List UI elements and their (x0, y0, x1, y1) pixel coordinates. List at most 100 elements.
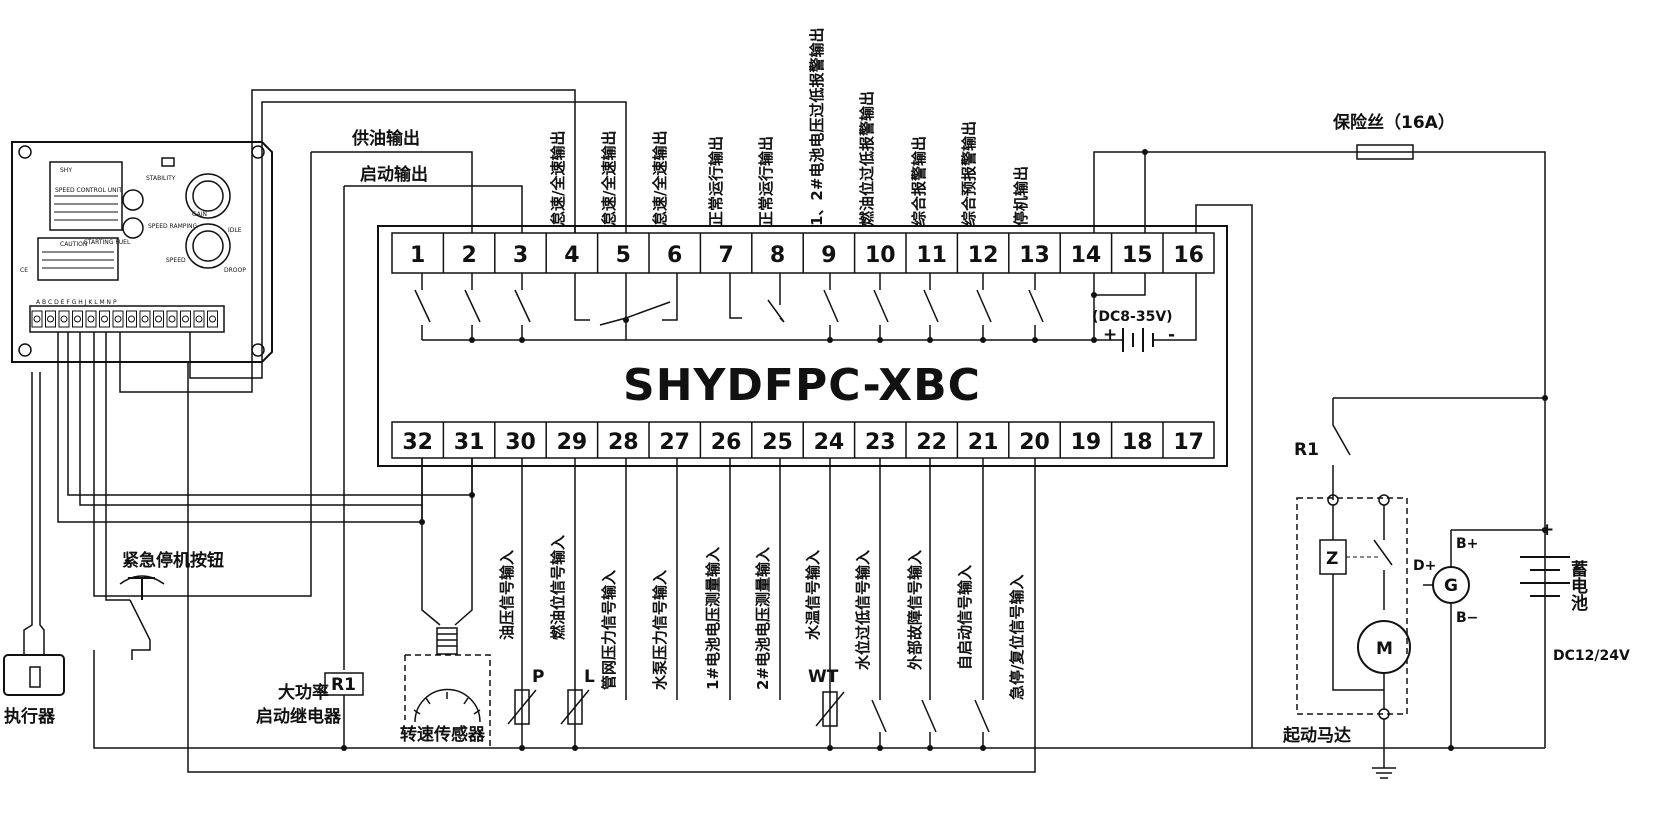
speed-sensor-label: 转速传感器 (400, 724, 486, 745)
bottom-terminal-24: 24 (814, 430, 845, 455)
relay-r1-label: R1 (331, 675, 356, 695)
unit-terminal-screw-icon (31, 310, 43, 328)
motor-label: M (1376, 639, 1393, 659)
top-labels: 供油输出 启动输出 怠速/全速输出 怠速/全速输出 怠速/全速输出 正常运行输出… (351, 28, 1030, 226)
water-temp-sensor-icon (822, 691, 838, 727)
label-t22: 外部故障信号输入 (906, 550, 924, 671)
unit-terminal-screw-icon (193, 310, 205, 328)
speed-label: SPEED (166, 257, 186, 264)
bottom-terminal-20: 20 (1019, 430, 1050, 455)
fuse-label: 保险丝（16A） (1332, 112, 1455, 133)
power-section: 保险丝（16A） R1 Z M 起动马达 G D+ B+ B− + (1093, 112, 1630, 779)
unit-terminal-screw-icon (99, 310, 110, 328)
unit-terminal-letters: A B C D E F G H J K L M N P (36, 299, 117, 306)
label-t13: 停机输出 (1012, 166, 1030, 226)
top-terminal-3: 3 (513, 243, 528, 268)
unit-title: SPEED CONTROL UNIT (55, 187, 122, 194)
top-terminal-2: 2 (461, 243, 476, 268)
label-t23: 水位过低信号输入 (854, 550, 872, 670)
label-t10: 燃油位过低报警输出 (858, 91, 876, 226)
top-terminal-11: 11 (916, 243, 947, 268)
label-t25: 2#电池电压测量输入 (754, 547, 772, 690)
label-t20: 急停/复位信号输入 (1008, 575, 1026, 700)
unit-terminal-screw-icon (112, 310, 124, 328)
battery-voltage: DC12/24V (1553, 648, 1630, 664)
battery-label: 蓄电池 (1567, 559, 1588, 611)
relay-line2: 启动继电器 (256, 706, 342, 727)
bottom-terminal-28: 28 (608, 430, 639, 455)
label-t4: 怠速/全速输出 (549, 131, 567, 226)
label-t30: 油压信号输入 (498, 550, 516, 640)
top-terminal-14: 14 (1071, 243, 1102, 268)
actuator: 执行器 (3, 654, 65, 727)
unit-terminal-screw-icon (85, 310, 97, 328)
top-terminal-10: 10 (865, 243, 896, 268)
unit-terminal-screw-icon (45, 310, 56, 328)
top-terminal-1: 1 (410, 243, 425, 268)
d-plus-label: D+ (1413, 558, 1436, 574)
top-terminal-12: 12 (968, 243, 999, 268)
unit-terminal-screw-icon (207, 310, 218, 328)
start-output-label: 启动输出 (360, 164, 428, 185)
droop-label: DROOP (224, 267, 246, 274)
starting-fuel-label: STARTING FUEL (84, 239, 131, 246)
unit-terminal-screw-icon (139, 310, 151, 328)
relay-line1: 大功率 (278, 682, 329, 703)
ce-mark: CE (20, 267, 28, 274)
stability-label: STABILITY (146, 175, 176, 182)
unit-caution: CAUTION (60, 241, 87, 248)
level-sensor-icon (567, 689, 583, 725)
idle-label: IDLE (228, 227, 242, 234)
actuator-icon (29, 666, 41, 688)
bottom-terminal-30: 30 (505, 430, 536, 455)
generator-label: G (1444, 576, 1458, 596)
sensor-inputs: P L WT (507, 458, 990, 751)
label-t27: 水泵压力信号输入 (651, 570, 669, 690)
z-label: Z (1326, 549, 1338, 569)
label-t5: 怠速/全速输出 (600, 131, 618, 226)
unit-terminal-screw-icon (166, 310, 178, 328)
gain-label: GAIN (192, 211, 207, 218)
unit-logo: SHY (60, 167, 72, 174)
bottom-terminal-27: 27 (659, 430, 690, 455)
top-terminal-6: 6 (667, 243, 682, 268)
bottom-terminal-32: 32 (402, 430, 433, 455)
pressure-sensor-icon (514, 689, 530, 725)
internal-contacts: (DC8-35V) + - (414, 273, 1197, 352)
label-t7: 正常运行输出 (707, 136, 725, 226)
bottom-terminal-26: 26 (711, 430, 742, 455)
gain-pot-icon (185, 173, 231, 219)
fuse-icon (1356, 144, 1414, 160)
stability-pot-icon (122, 189, 144, 211)
emergency-stop-label: 紧急停机按钮 (122, 550, 224, 571)
dc-plus: + (1103, 325, 1117, 345)
unit-terminal-screw-icon (58, 310, 70, 328)
sensor-p: P (532, 667, 544, 687)
top-terminal-5: 5 (616, 243, 631, 268)
top-terminal-13: 13 (1019, 243, 1050, 268)
fuel-supply-label: 供油输出 (351, 128, 420, 149)
b-plus-label: B+ (1456, 536, 1478, 552)
unit-terminal-screw-icon (72, 310, 83, 328)
speed-sensor: 转速传感器 (400, 458, 491, 748)
bottom-terminal-23: 23 (865, 430, 896, 455)
bottom-terminal-25: 25 (762, 430, 793, 455)
label-t6: 怠速/全速输出 (651, 131, 669, 226)
label-t12: 综合预报警输出 (960, 121, 978, 226)
label-t9: 1、2#电池电压过低报警输出 (808, 28, 826, 226)
actuator-label: 执行器 (4, 706, 56, 727)
speed-ramping-label: SPEED RAMPING (148, 223, 198, 230)
sensor-l: L (584, 667, 595, 687)
label-t11: 综合报警输出 (910, 136, 928, 226)
label-t28: 管网压力信号输入 (600, 570, 618, 690)
bottom-terminal-17: 17 (1173, 430, 1204, 455)
unit-terminal-screw-icon (153, 310, 164, 328)
speed-pot-icon (185, 223, 231, 269)
b-minus-label: B− (1456, 610, 1478, 626)
wiring: 紧急停机按钮 R1 大功率 启动继电器 (57, 89, 1545, 773)
speed-control-unit: SHY SPEED CONTROL UNIT CAUTION STABILITY… (11, 141, 273, 363)
bottom-terminal-18: 18 (1122, 430, 1153, 455)
unit-terminal-screw-icon (180, 310, 191, 328)
top-terminal-16: 16 (1173, 243, 1204, 268)
